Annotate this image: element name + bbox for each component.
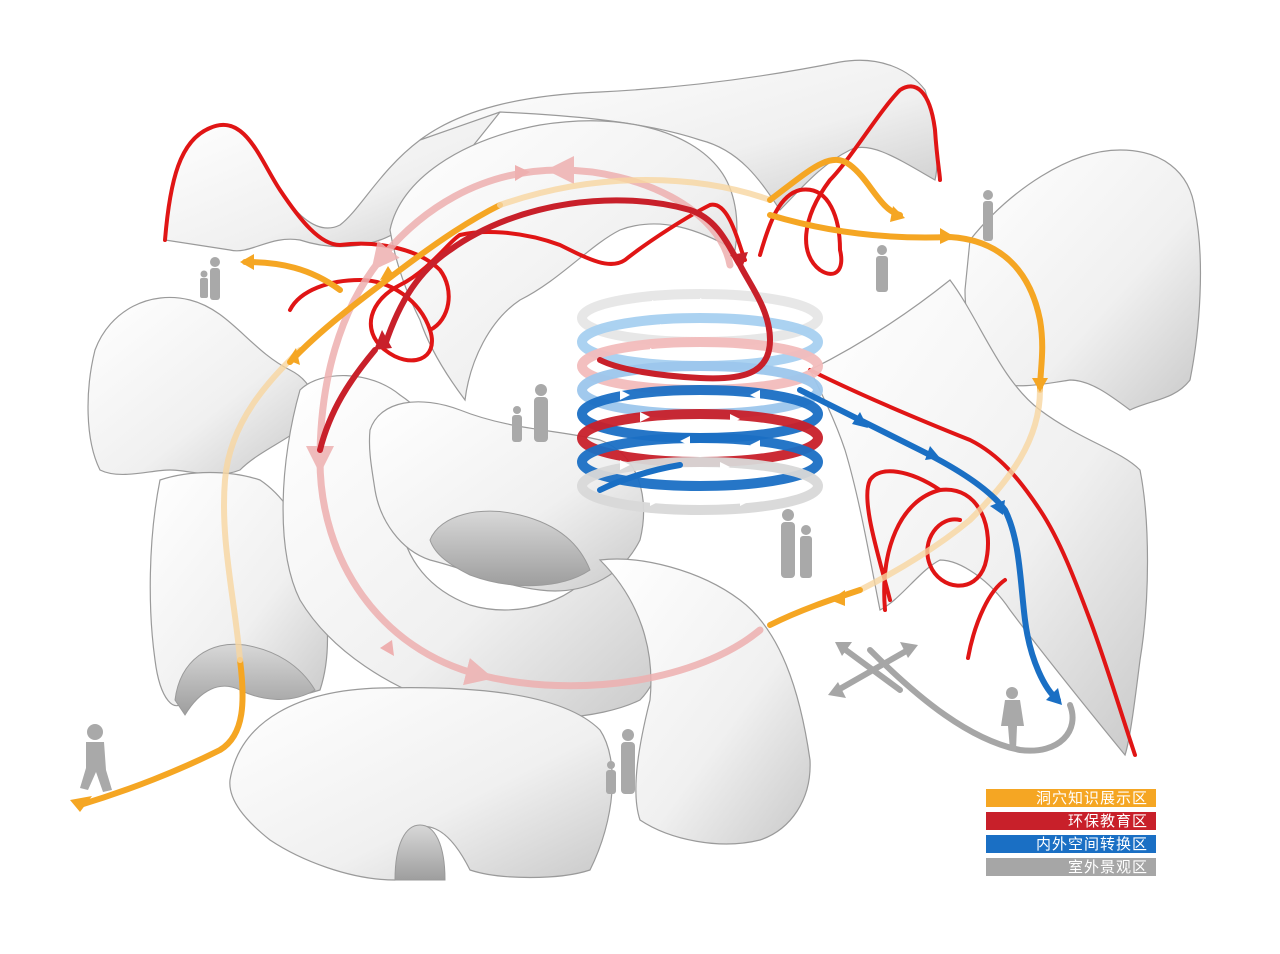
red-edge-top-right <box>758 84 942 276</box>
cave-knowledge-path <box>70 157 1048 812</box>
red-arrow-up <box>374 330 392 350</box>
orange-path-bottom-return <box>767 587 863 628</box>
tower-ring-7 <box>577 433 823 491</box>
gray-arrow-nw <box>835 642 852 656</box>
person-runner-entry <box>80 724 112 792</box>
shell-bottom-dome <box>229 686 613 881</box>
orange-arrow-left-2 <box>380 266 395 280</box>
orange-arrowheads <box>70 206 1048 812</box>
tower-ring-8 <box>577 457 823 515</box>
blue-arrowheads <box>852 412 1062 705</box>
outdoor-path <box>828 642 1076 754</box>
red-edge-right-mid <box>808 368 1137 757</box>
blue-arrow-3 <box>990 500 1005 515</box>
people-silhouettes <box>80 190 1024 794</box>
blue-arrow-end <box>1046 688 1062 705</box>
blue-path-outward <box>797 387 1061 703</box>
person-top-right <box>983 190 993 241</box>
legend-item-eco-education: 环保教育区 <box>986 812 1156 830</box>
transition-path <box>597 387 1062 705</box>
spiral-tower <box>577 289 823 515</box>
person-right-upper <box>876 245 888 292</box>
legend-label: 内外空间转换区 <box>1035 835 1148 853</box>
orange-path-spur-left <box>242 259 343 293</box>
person-family-right <box>781 509 812 578</box>
red-edge-spiral-tail <box>966 578 1007 660</box>
orange-path-top-faded <box>497 177 773 208</box>
gray-arrowheads <box>828 642 918 698</box>
gray-cross-line-2 <box>840 645 903 693</box>
person-bottom-right <box>1001 687 1024 750</box>
orange-arrow-bottom <box>830 590 845 606</box>
orange-arrow-right-down <box>1032 378 1048 392</box>
orange-path-left-faded <box>220 347 303 663</box>
tower-ring-chevrons <box>620 298 760 506</box>
person-family-center <box>512 384 548 442</box>
legend-swatch-orange <box>986 789 1156 807</box>
orange-path-left-up <box>287 202 503 365</box>
legend-item-outdoor: 室外景观区 <box>986 858 1156 876</box>
orange-path-right-faded <box>857 387 1043 593</box>
shell-right-mid <box>809 279 1149 757</box>
person-family-left <box>200 257 220 300</box>
person-family-bottom <box>606 729 635 794</box>
legend-swatch-red <box>986 812 1156 830</box>
legend-label: 室外景观区 <box>1067 858 1148 876</box>
legend-item-transition: 内外空间转换区 <box>986 835 1156 853</box>
shell-left <box>87 296 315 476</box>
gray-path-loop <box>867 647 1076 754</box>
red-arrow-down <box>730 252 748 268</box>
eco-education-path <box>317 165 773 656</box>
orange-arrow-right <box>940 228 955 244</box>
legend-item-cave-knowledge: 洞穴知识展示区 <box>986 789 1156 807</box>
orange-arrow-top <box>890 206 905 222</box>
legend-label: 环保教育区 <box>1067 812 1148 830</box>
orange-arrow-left-1 <box>288 348 300 365</box>
orange-path-entry <box>77 657 246 808</box>
blue-path-tower-exit <box>597 462 683 493</box>
orange-arrow-entry <box>70 796 92 812</box>
legend-swatch-gray <box>986 858 1156 876</box>
legend-swatch-blue <box>986 835 1156 853</box>
pink-arrow-left <box>380 640 394 656</box>
red-path-to-inner <box>317 347 378 453</box>
legend: 洞穴知识展示区 环保教育区 内外空间转换区 室外景观区 <box>986 789 1156 881</box>
shell-bottom-dome-door <box>394 824 446 881</box>
blue-arrow-1 <box>852 412 868 428</box>
orange-path-top-right <box>767 157 1046 393</box>
pink-arrow-top <box>515 165 530 181</box>
eco-path-faded-loop <box>305 155 764 690</box>
gray-arrow-ne <box>900 642 918 658</box>
blue-arrow-2 <box>925 446 940 460</box>
shell-central-arch <box>389 120 738 402</box>
gray-arrow-sw <box>828 682 846 698</box>
legend-label: 洞穴知识展示区 <box>1035 789 1148 807</box>
shell-left-lower-opening <box>174 643 316 716</box>
orange-arrow-spur <box>240 254 254 270</box>
